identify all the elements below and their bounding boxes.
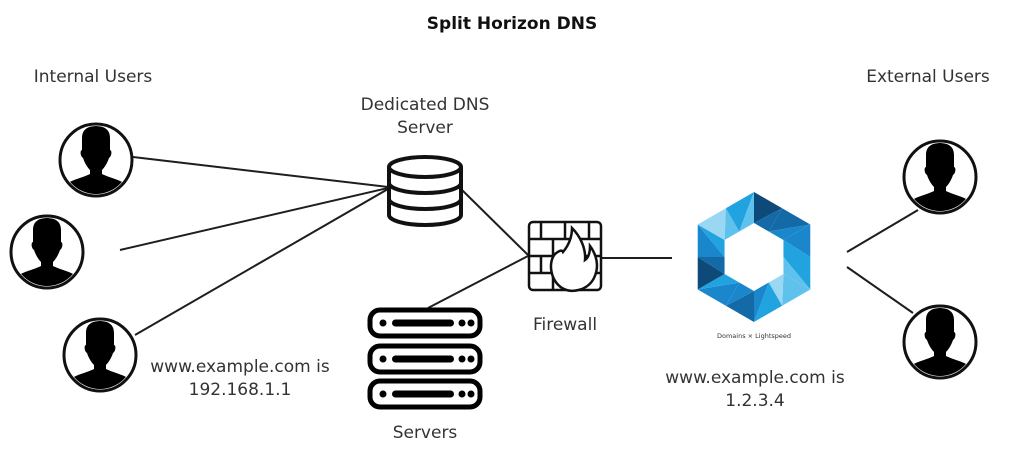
link-servers-to-firewall — [427, 255, 529, 309]
firewall-icon — [527, 220, 603, 292]
server-unit-icon — [367, 343, 483, 375]
link-dns-to-firewall — [461, 189, 529, 256]
link-internal-user-3-to-dns — [134, 188, 389, 336]
external-user-1-icon — [904, 141, 976, 217]
logo-facet — [783, 240, 811, 257]
logo-facet — [782, 274, 811, 306]
logo-facet — [754, 208, 783, 232]
link-internal-user-2-to-dns — [119, 187, 389, 251]
internal-resolution-text-line1: www.example.com is — [150, 357, 330, 377]
logo-facet — [754, 282, 783, 322]
logo-facet — [783, 224, 811, 257]
dns-server-label-line2: Server — [397, 118, 453, 138]
logo-facet — [783, 257, 811, 290]
external-user-2-icon — [904, 306, 976, 382]
servers-label: Servers — [393, 423, 458, 443]
logo-facet — [697, 257, 725, 274]
server-unit-icon — [367, 378, 483, 410]
logo-facet — [697, 274, 740, 290]
diagram-title: Split Horizon DNS — [427, 14, 597, 34]
external-resolution-text-line2: 1.2.3.4 — [725, 391, 784, 411]
logo-facet — [754, 192, 783, 223]
external-users-label: External Users — [866, 67, 990, 87]
internal-users-label: Internal Users — [34, 67, 153, 87]
logo-facet — [739, 192, 754, 232]
logo-facet — [754, 282, 769, 322]
internal-resolution-text-line2: 192.168.1.1 — [189, 380, 292, 400]
logo-facet — [725, 192, 754, 232]
logo-facet — [768, 224, 811, 240]
logo-facet — [697, 257, 725, 290]
logo-facet — [725, 282, 754, 306]
domains-lightspeed-logo — [697, 192, 811, 322]
logo-facet — [768, 274, 784, 306]
external-resolution-text-line1: www.example.com is — [665, 368, 845, 388]
firewall-label: Firewall — [533, 315, 597, 335]
logo-facet — [697, 224, 725, 257]
dns-server-database-icon — [387, 155, 463, 227]
logo-facet — [697, 224, 725, 257]
logo-caption: Domains × Lightspeed — [717, 332, 791, 340]
servers-rack-icon — [367, 307, 483, 410]
internal-user-2-icon — [11, 216, 83, 292]
link-internet-to-external-user-1 — [846, 209, 919, 253]
server-unit-icon — [367, 307, 483, 339]
logo-facet — [783, 257, 811, 290]
logo-facet — [697, 208, 726, 240]
logo-facet — [768, 208, 811, 232]
link-internal-user-1-to-dns — [132, 156, 389, 188]
internal-user-1-icon — [60, 124, 132, 200]
link-internet-to-external-user-2 — [846, 266, 914, 314]
logo-facet — [697, 282, 740, 306]
internal-user-3-icon — [64, 319, 136, 395]
logo-facet — [724, 208, 740, 240]
dns-server-label-line1: Dedicated DNS — [361, 95, 490, 115]
logo-facet — [725, 291, 754, 322]
